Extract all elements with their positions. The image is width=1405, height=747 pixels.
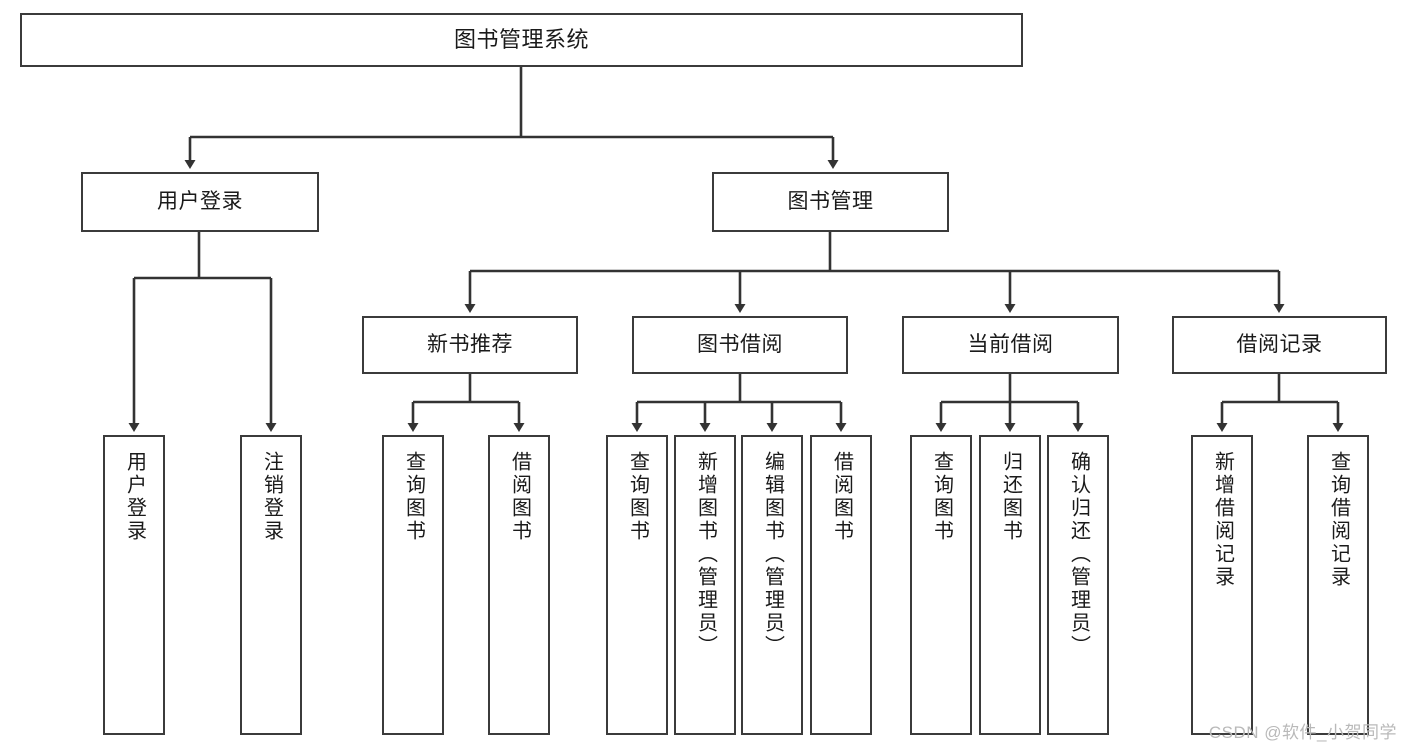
leaf-borrow-record-query[interactable]: 查询借阅记录 bbox=[1307, 435, 1369, 735]
node-user-login[interactable]: 用户登录 bbox=[81, 172, 319, 232]
leaf-label: 新增图书（管理员） bbox=[694, 451, 717, 658]
leaf-label: 借阅图书 bbox=[508, 451, 531, 543]
node-book-borrow-label: 图书借阅 bbox=[697, 332, 783, 356]
leaf-label: 用户登录 bbox=[123, 451, 146, 543]
leaf-current-borrow-confirm-return[interactable]: 确认归还（管理员） bbox=[1047, 435, 1109, 735]
leaf-label: 查询图书 bbox=[626, 451, 649, 543]
leaf-book-borrow-borrow[interactable]: 借阅图书 bbox=[810, 435, 872, 735]
leaf-label: 查询图书 bbox=[402, 451, 425, 543]
leaf-user-login-logout[interactable]: 注销登录 bbox=[240, 435, 302, 735]
watermark: CSDN @软件_小贺同学 bbox=[1208, 723, 1397, 742]
node-current-borrow[interactable]: 当前借阅 bbox=[902, 316, 1119, 374]
leaf-new-book-query[interactable]: 查询图书 bbox=[382, 435, 444, 735]
node-new-book-recommend[interactable]: 新书推荐 bbox=[362, 316, 578, 374]
leaf-label: 注销登录 bbox=[260, 451, 283, 543]
node-root[interactable]: 图书管理系统 bbox=[20, 13, 1023, 67]
leaf-label: 新增借阅记录 bbox=[1211, 451, 1234, 589]
leaf-book-borrow-query[interactable]: 查询图书 bbox=[606, 435, 668, 735]
leaf-label: 查询借阅记录 bbox=[1327, 451, 1350, 589]
leaf-label: 查询图书 bbox=[930, 451, 953, 543]
node-borrow-records[interactable]: 借阅记录 bbox=[1172, 316, 1387, 374]
leaf-book-borrow-add[interactable]: 新增图书（管理员） bbox=[674, 435, 736, 735]
leaf-label: 归还图书 bbox=[999, 451, 1022, 543]
node-book-borrow[interactable]: 图书借阅 bbox=[632, 316, 848, 374]
node-book-management[interactable]: 图书管理 bbox=[712, 172, 949, 232]
node-root-label: 图书管理系统 bbox=[453, 27, 589, 53]
leaf-label: 编辑图书（管理员） bbox=[761, 451, 784, 658]
node-current-borrow-label: 当前借阅 bbox=[967, 332, 1054, 356]
leaf-new-book-borrow[interactable]: 借阅图书 bbox=[488, 435, 550, 735]
node-new-book-recommend-label: 新书推荐 bbox=[427, 332, 513, 356]
leaf-book-borrow-edit[interactable]: 编辑图书（管理员） bbox=[741, 435, 803, 735]
node-borrow-records-label: 借阅记录 bbox=[1236, 332, 1323, 356]
leaf-current-borrow-query[interactable]: 查询图书 bbox=[910, 435, 972, 735]
node-user-login-label: 用户登录 bbox=[157, 189, 243, 213]
leaf-label: 借阅图书 bbox=[830, 451, 853, 543]
leaf-current-borrow-return[interactable]: 归还图书 bbox=[979, 435, 1041, 735]
node-book-management-label: 图书管理 bbox=[787, 189, 874, 213]
leaf-user-login-login[interactable]: 用户登录 bbox=[103, 435, 165, 735]
leaf-label: 确认归还（管理员） bbox=[1067, 451, 1090, 658]
leaf-borrow-record-add[interactable]: 新增借阅记录 bbox=[1191, 435, 1253, 735]
